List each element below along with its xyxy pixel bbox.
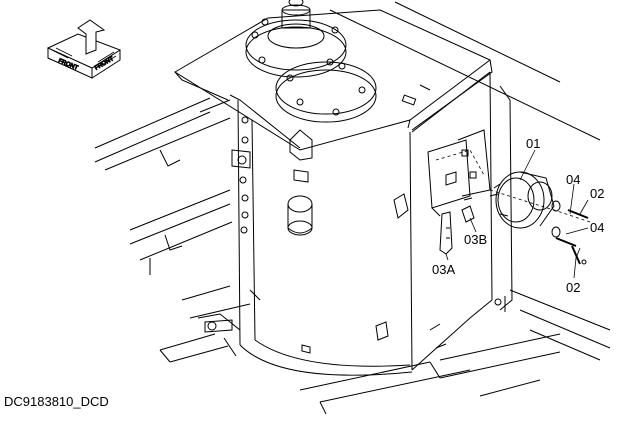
clip-03b: [461, 197, 475, 223]
clamp-03a: [439, 211, 453, 255]
callout-02-lower: 02: [566, 280, 580, 295]
callout-04-lower: 04: [590, 220, 604, 235]
top-plate: [174, 1, 601, 151]
callout-02-upper: 02: [590, 186, 604, 201]
tank-body: [197, 71, 513, 376]
filler-caps: [245, 0, 377, 123]
figure-caption: DC9183810_DCD: [4, 394, 109, 409]
washers-04: [551, 200, 561, 238]
callout-04-upper: 04: [566, 172, 580, 187]
leader-lines: [435, 149, 591, 279]
orientation-arrow-icon: FRONT FRONT: [46, 19, 122, 79]
callout-03b: 03B: [464, 232, 487, 247]
base-frame: [299, 289, 611, 415]
frame-rails: [94, 97, 261, 363]
mounting-plate: [427, 129, 491, 217]
fittings: [204, 116, 313, 354]
side-brackets: [375, 193, 502, 349]
motor-part-01: [489, 171, 555, 229]
callout-01: 01: [526, 136, 540, 151]
callout-03a: 03A: [432, 262, 455, 277]
bolts-02: [555, 209, 589, 265]
